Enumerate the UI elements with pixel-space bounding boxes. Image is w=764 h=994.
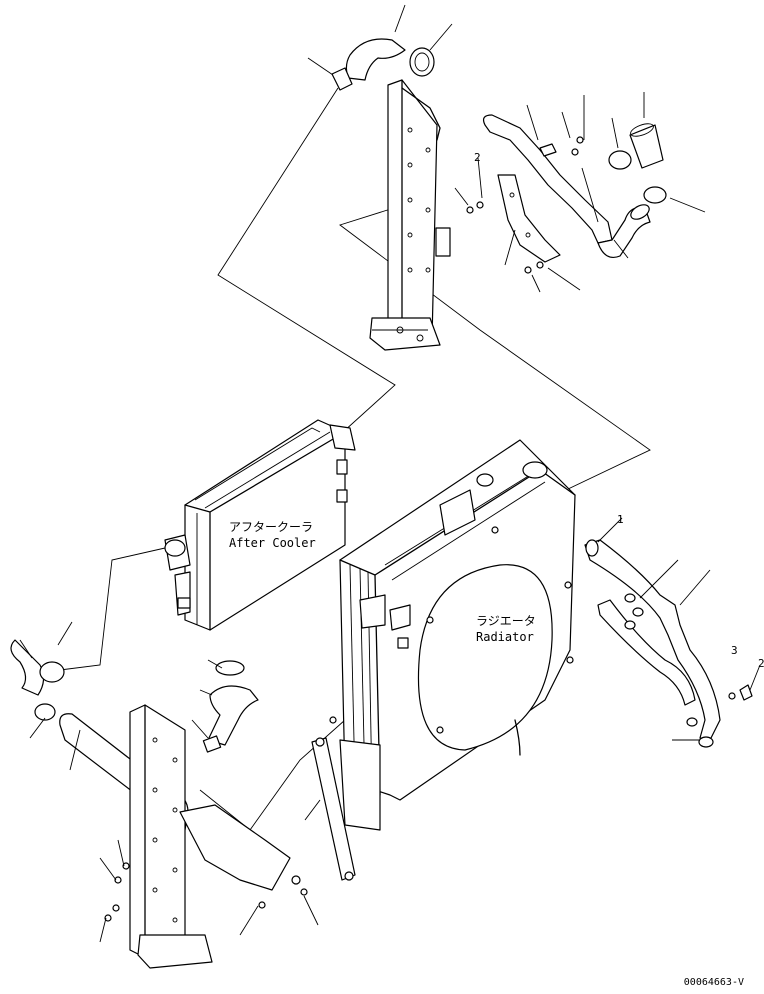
radiator-right-hoses xyxy=(584,517,761,748)
upper-right-clamp-2 xyxy=(643,186,667,204)
upper-elbow-hose xyxy=(345,38,406,81)
after-cooler-top-tank xyxy=(329,424,356,451)
upper-pipe-bracket xyxy=(454,157,581,293)
leader-line-aftercooler-left xyxy=(59,547,166,671)
radiator xyxy=(329,439,576,831)
drawing-code: 00064663-V xyxy=(683,977,744,988)
top-pipe-assembly xyxy=(307,4,453,91)
leader-line-upper-left xyxy=(217,87,396,433)
radiator-label-en: Radiator xyxy=(476,630,534,644)
callout-right-hose-2: 2 xyxy=(758,657,764,670)
lower-clamp-top xyxy=(215,660,245,676)
leader-line-upper-right xyxy=(339,194,651,501)
radiator-bottom-foot xyxy=(339,739,381,831)
lower-hose-clamp-1 xyxy=(39,661,65,683)
radiator-hose-upper xyxy=(584,539,721,741)
callout-radiator-clamp: 1 xyxy=(617,513,624,526)
lower-elbow-hose xyxy=(10,639,45,696)
intercooler-pipe xyxy=(482,114,613,244)
pipe-clamp-strap xyxy=(539,143,557,157)
lower-pipe-clamp-bracket xyxy=(179,804,291,891)
after-cooler-label-jp: アフタークーラ xyxy=(229,520,314,534)
radiator-fan-opening xyxy=(417,564,553,751)
upper-stay-bracket xyxy=(369,79,451,351)
radiator-top-filler xyxy=(439,489,476,536)
after-cooler-label-en: After Cooler xyxy=(229,536,316,550)
stay-tab xyxy=(435,227,451,257)
upper-hose-clamp xyxy=(409,47,435,77)
support-rod xyxy=(311,737,356,881)
lower-hose-clamp-2 xyxy=(34,703,56,721)
stay-holes xyxy=(396,127,431,342)
callout-bracket-screw: 2 xyxy=(474,151,481,164)
lower-small-hose xyxy=(207,685,259,746)
upper-small-clamp xyxy=(331,67,353,91)
pipe-elbow-lower xyxy=(597,206,651,259)
radiator-hose-lower xyxy=(597,599,696,706)
upper-right-hose xyxy=(629,124,664,169)
lower-stay-foot xyxy=(137,934,213,969)
radiator-cap xyxy=(522,461,548,479)
upper-right-pipe xyxy=(482,92,706,259)
radiator-label-jp: ラジエータ xyxy=(476,614,536,628)
upper-stay-foot xyxy=(369,317,441,351)
lower-stay-holes xyxy=(152,737,178,923)
callout-right-hose-1: 3 xyxy=(731,644,738,657)
lower-stay-bracket xyxy=(99,704,321,969)
upper-right-clamp-1 xyxy=(608,150,632,170)
after-cooler xyxy=(164,419,356,631)
